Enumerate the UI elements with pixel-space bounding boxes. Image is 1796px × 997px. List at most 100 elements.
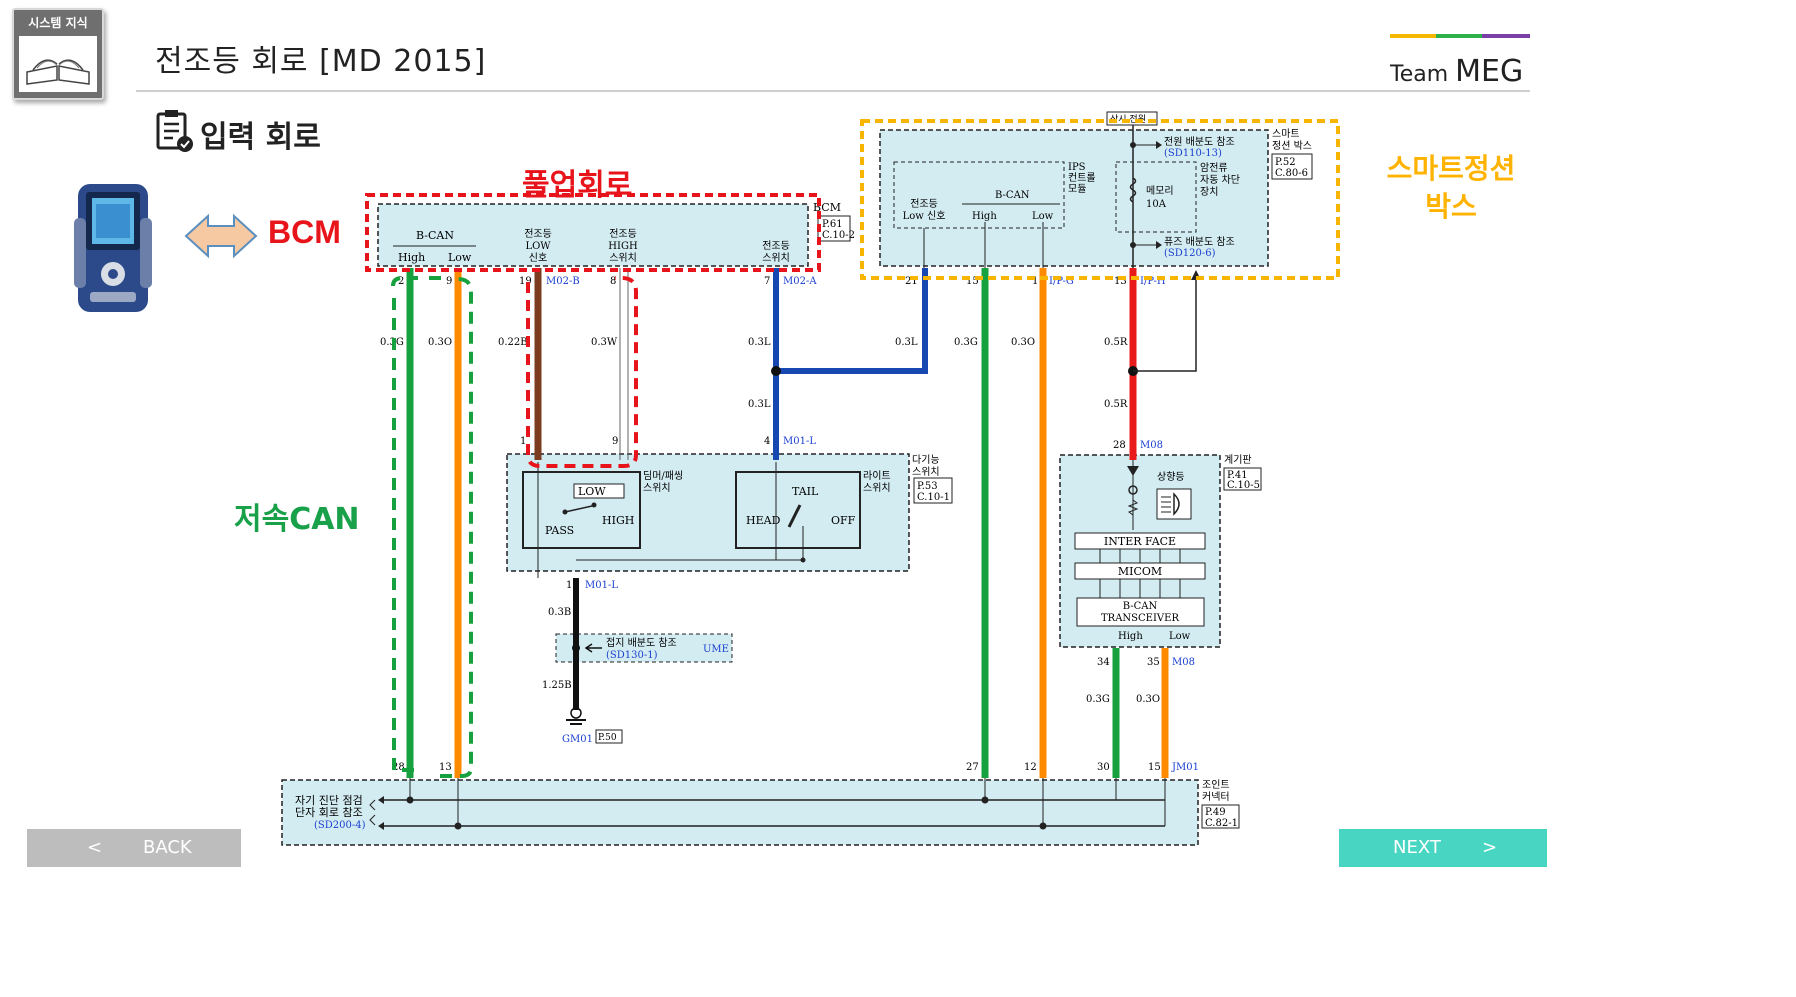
sjb-conn-iph: I/P-H <box>1140 276 1166 287</box>
dimmer-low: LOW <box>578 485 606 498</box>
high-beam-label: 상향등 <box>1157 471 1185 483</box>
instrument-cluster: 계기판 P.41 C.10-5 상향등 INTER FACE MICOM B-C… <box>1059 440 1262 668</box>
bcm-conn-m02b: M02-B <box>546 276 580 287</box>
label-03w: 0.3W <box>591 337 618 348</box>
next-button[interactable]: NEXT > <box>1339 829 1547 867</box>
light-sw-label-1: 라이트 <box>863 470 891 482</box>
cluster-conn-m08-bottom: M08 <box>1172 657 1195 668</box>
light-sw-label-2: 스위치 <box>863 481 891 494</box>
sjb-low: Low <box>1032 211 1054 222</box>
book-icon <box>19 36 97 92</box>
sjb-fuse-code: (SD120-6) <box>1164 248 1216 259</box>
cluster-micom: MICOM <box>1118 565 1162 578</box>
sjb-ips-3: 모듈 <box>1068 183 1086 195</box>
sjb-overcurrent-2: 자동 차단 <box>1200 174 1240 186</box>
msw-conn-bottom: M01-L <box>585 580 618 591</box>
brand-bar-purple <box>1482 34 1530 38</box>
sjb-pin-13: 13 <box>1114 276 1127 287</box>
sjb-high: High <box>972 211 997 222</box>
cluster-title: 계기판 <box>1224 454 1252 466</box>
bcm-high: High <box>398 251 425 264</box>
bcm-pin-8: 8 <box>610 276 616 287</box>
back-arrow: < <box>87 837 103 858</box>
bcm-head-high-1: 전조등 <box>609 228 637 240</box>
light-tail: TAIL <box>792 485 819 498</box>
sjb-ips-1: IPS <box>1068 162 1086 173</box>
joint-title-2: 커넥터 <box>1202 791 1230 803</box>
label-05r-lower: 0.5R <box>1104 399 1128 410</box>
joint-title-1: 조인트 <box>1202 779 1230 791</box>
cluster-interface: INTER FACE <box>1104 535 1176 548</box>
msw-page-2: C.10-1 <box>917 492 950 503</box>
sjb-fuse-ref: 퓨즈 배분도 참조 <box>1164 236 1235 248</box>
label-03l-lower: 0.3L <box>748 399 771 410</box>
msw-pin-bottom: 1 <box>566 580 572 591</box>
back-button[interactable]: < BACK <box>27 829 241 867</box>
sjb-title-1: 스마트 <box>1272 128 1300 140</box>
sjb-page-2: C.80-6 <box>1275 168 1308 179</box>
bcm-pin-7: 7 <box>764 276 770 287</box>
msw-conn-m01l: M01-L <box>783 436 816 447</box>
label-03o-cluster: 0.3O <box>1136 694 1160 705</box>
brand-small: Team <box>1390 62 1456 87</box>
bcm-head-sw-2: 스위치 <box>762 251 790 264</box>
sjb-fuse-amp: 10A <box>1146 199 1167 210</box>
bidirectional-arrow-icon <box>184 213 258 259</box>
next-arrow: > <box>1482 837 1498 858</box>
cluster-transceiver-1: B-CAN <box>1123 601 1158 612</box>
bcm-low: Low <box>448 251 472 264</box>
label-03g-cluster: 0.3G <box>1086 694 1110 705</box>
sjb-head-low-2: Low 신호 <box>903 210 946 222</box>
label-03o-left: 0.3O <box>428 337 452 348</box>
bcm-head-sw-1: 전조등 <box>762 240 790 252</box>
joint-pin-28: 28 <box>392 762 405 773</box>
dimmer-pass: PASS <box>545 524 574 537</box>
ground-gm01: GM01 <box>562 734 593 745</box>
next-label: NEXT <box>1393 837 1441 858</box>
sjb-highlight-box <box>860 119 1340 280</box>
label-03g-sjb: 0.3G <box>954 337 978 348</box>
joint-pin-15: 15 <box>1148 762 1161 773</box>
label-03g-left: 0.3G <box>380 337 404 348</box>
title-divider <box>136 90 1530 92</box>
brand-bar-green <box>1436 34 1482 38</box>
ground-code: (SD130-1) <box>606 650 658 661</box>
bcm-annotation: BCM <box>268 214 341 250</box>
bcm-head-high-2: HIGH <box>608 241 638 252</box>
cluster-page-2: C.10-5 <box>1227 480 1260 491</box>
multi-function-switch: 다기능 스위치 P.53 C.10-1 딤머/패씽 스위치 LOW HIGH P… <box>506 436 953 591</box>
bcm-head-low-1: 전조등 <box>524 228 552 240</box>
sjb-ips-2: 컨트롤 <box>1068 172 1096 184</box>
wire-head-low-sjb <box>776 268 928 374</box>
system-knowledge-badge: 시스템 지식 <box>12 8 104 100</box>
label-03b: 0.3B <box>548 607 571 618</box>
light-head: HEAD <box>746 514 781 527</box>
label-03o-sjb: 0.3O <box>1011 337 1035 348</box>
bcm-bcan: B-CAN <box>416 229 454 242</box>
dimmer-label-1: 딤머/패씽 <box>643 470 683 482</box>
brand-big: MEG <box>1455 54 1524 89</box>
cluster-transceiver-2: TRANSCEIVER <box>1101 613 1179 624</box>
low-can-annotation: 저속CAN <box>234 502 360 537</box>
bcm-page-1: P.61 <box>822 219 843 230</box>
pullup-highlight <box>526 276 638 468</box>
bcm-pin-9: 9 <box>446 276 452 287</box>
page-title: 전조등 회로 [MD 2015] <box>155 44 487 79</box>
section-title: 입력 회로 <box>200 120 321 155</box>
dimmer-label-2: 스위치 <box>643 481 671 494</box>
scan-tool-image <box>74 184 152 312</box>
sjb-pin-21: 21 <box>905 276 918 287</box>
label-125b: 1.25B <box>542 680 572 691</box>
brand-logo: Team MEG <box>1390 54 1523 89</box>
joint-pin-30: 30 <box>1097 762 1110 773</box>
cluster-pin-28: 28 <box>1113 440 1126 451</box>
bcm-highlight-box <box>365 193 821 272</box>
joint-diag-code: (SD200-4) <box>314 820 366 831</box>
high-beam-icon <box>1173 492 1180 516</box>
sjb-pin-1: 1 <box>1032 276 1038 287</box>
clipboard-check-icon <box>156 110 193 152</box>
light-off: OFF <box>831 514 856 527</box>
cluster-pin-34: 34 <box>1097 657 1110 668</box>
wires: 0.3G 0.3O 0.22B 0.3W 0.3L 0.3L 0.3L 0.3G… <box>380 268 1201 778</box>
cluster-pin-35: 35 <box>1147 657 1160 668</box>
